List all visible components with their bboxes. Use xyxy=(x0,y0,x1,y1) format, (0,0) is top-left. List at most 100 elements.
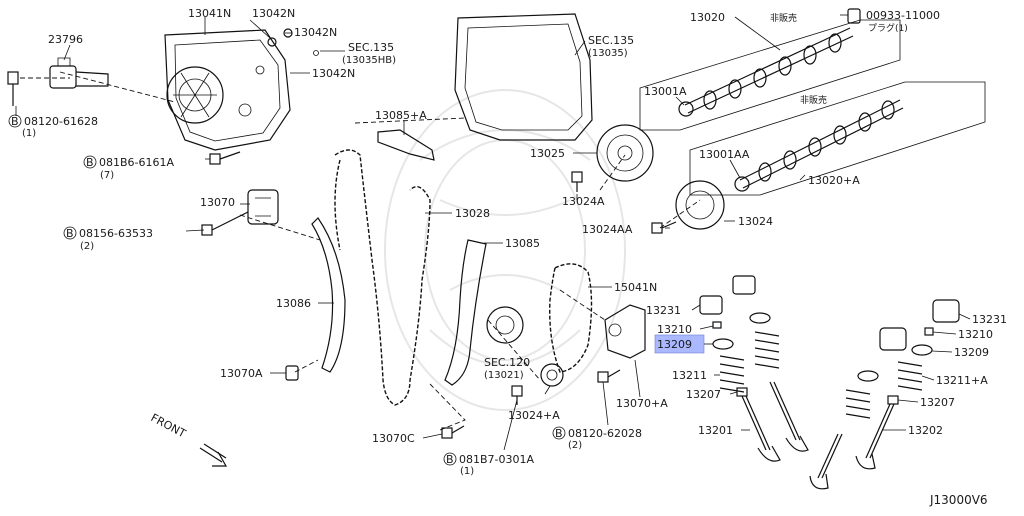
cam-sprocket-13024 xyxy=(675,180,725,230)
retainer-13209-right xyxy=(857,344,933,382)
plug-00933-11000 xyxy=(847,8,861,24)
bolt-08120-62028 xyxy=(597,369,621,383)
label-plug-qty: プラグ(1) xyxy=(868,22,908,34)
label-08120-62028: 08120-62028 xyxy=(568,427,642,440)
oil-pump-chain-15041N xyxy=(549,263,593,373)
label-13207-a: 13207 xyxy=(686,388,721,401)
label-13025: 13025 xyxy=(530,147,565,160)
label-sec120-sub: (13021) xyxy=(484,370,524,381)
label-08156-63533: 08156-63533 xyxy=(79,227,153,240)
bolt-13070C xyxy=(441,425,465,439)
label-13201: 13201 xyxy=(698,424,733,437)
bolt-marker-text-4: B xyxy=(446,453,454,466)
label-081B6-6161A: 081B6-6161A xyxy=(99,156,175,169)
label-13209-b: 13209 xyxy=(954,346,989,359)
valve-lifter-13231-right xyxy=(879,299,960,351)
label-13024A-plus: 13024+A xyxy=(508,409,560,422)
assembly-guide-lines xyxy=(20,71,701,431)
bolt-08120-61628 xyxy=(7,71,19,106)
valve-spring-13211 xyxy=(719,331,780,393)
label-13210-b: 13210 xyxy=(958,328,993,341)
camshaft-13020A xyxy=(734,99,904,192)
bolt-08156-63533 xyxy=(201,211,249,236)
label-13042N-b: 13042N xyxy=(294,26,337,39)
valve-lifter-13231-left xyxy=(699,275,756,315)
label-13211: 13211 xyxy=(672,369,707,382)
label-13024: 13024 xyxy=(738,215,773,228)
shim-13210-left xyxy=(712,321,722,329)
label-081B7-0301A: 081B7-0301A xyxy=(459,453,535,466)
label-13202: 13202 xyxy=(908,424,943,437)
label-13211A: 13211+A xyxy=(936,374,988,387)
crank-sprocket-13021 xyxy=(486,306,524,344)
bolt-081B7-0301A xyxy=(511,385,523,405)
label-13231-a: 13231 xyxy=(646,304,681,317)
label-13070C: 13070C xyxy=(372,432,415,445)
valve-spring-13211A xyxy=(845,361,923,419)
label-00933-11000: 00933-11000 xyxy=(866,9,940,22)
bolt-marker-2 xyxy=(83,155,97,169)
label-13207-b: 13207 xyxy=(920,396,955,409)
label-13001AA: 13001AA xyxy=(699,148,750,161)
valve-seal-13207-right xyxy=(887,395,899,405)
cam-sprocket-13025 xyxy=(596,124,654,182)
label-23796: 23796 xyxy=(48,33,83,46)
label-13086: 13086 xyxy=(276,297,311,310)
label-not-for-sale-a: 非販売 xyxy=(770,12,797,24)
tension-guide-13085 xyxy=(444,239,487,386)
camshaft-intake-frame xyxy=(689,81,986,196)
label-13041N: 13041N xyxy=(188,7,231,20)
label-13020A: 13020+A xyxy=(808,174,860,187)
timing-chain-13028 xyxy=(334,149,431,406)
diagram-code: J13000V6 xyxy=(929,493,988,507)
label-sec135-a: SEC.135 xyxy=(348,41,394,54)
label-13024A: 13024A xyxy=(562,195,605,208)
label-13209-a: 13209 xyxy=(657,338,692,351)
label-13042N-a: 13042N xyxy=(252,7,295,20)
label-13028: 13028 xyxy=(455,207,490,220)
tensioner-13070A-plus xyxy=(604,304,646,359)
bolt-markers: B B B B B xyxy=(8,114,566,466)
intake-valve-13201 xyxy=(741,381,809,462)
label-08120-61628: 08120-61628 xyxy=(24,115,98,128)
label-13070: 13070 xyxy=(200,196,235,209)
bolt-marker-text-3: B xyxy=(66,227,74,240)
label-081B7-0301A-qty: (1) xyxy=(460,466,474,477)
label-13210-a: 13210 xyxy=(657,323,692,336)
label-13085A: 13085+A xyxy=(375,109,427,122)
front-cover-13041N xyxy=(164,29,291,151)
label-13085: 13085 xyxy=(505,237,540,250)
label-13231-b: 13231 xyxy=(972,313,1007,326)
label-081B6-6161A-qty: (7) xyxy=(100,170,114,181)
label-sec135-a-sub: (13035HB) xyxy=(342,55,396,66)
label-15041N: 15041N xyxy=(614,281,657,294)
label-13024AA: 13024AA xyxy=(582,223,633,236)
bolt-marker-4 xyxy=(443,452,457,466)
bolt-13024A xyxy=(571,171,583,192)
bolt-marker-text-5: B xyxy=(555,427,563,440)
leader-lines xyxy=(15,14,971,451)
slack-guide-13086 xyxy=(311,217,346,373)
label-08120-61628-qty: (1) xyxy=(22,128,36,139)
retainer-13209-left xyxy=(712,312,771,350)
bolt-081B6-6161A xyxy=(209,151,241,165)
label-sec135-b-sub: (13035) xyxy=(588,48,628,59)
sprocket-13024A-plus xyxy=(540,363,564,387)
bolt-marker-5 xyxy=(552,426,566,440)
chain-guide-13085A xyxy=(377,129,435,161)
label-13070A-plus: 13070+A xyxy=(616,397,668,410)
tensioner-13070 xyxy=(247,189,279,225)
cylinder-head-13035 xyxy=(454,13,593,141)
bolt-marker-text-1: B xyxy=(11,115,19,128)
label-sec135-b: SEC.135 xyxy=(588,34,634,47)
label-08156-63533-qty: (2) xyxy=(80,241,94,252)
label-not-for-sale-b: 非販売 xyxy=(800,94,827,106)
bolt-marker-text-2: B xyxy=(86,156,94,169)
bolt-marker-1 xyxy=(8,114,22,128)
shim-13210-right xyxy=(924,327,934,336)
label-13020: 13020 xyxy=(690,11,725,24)
bolt-marker-3 xyxy=(63,226,77,240)
bolt-13024AA xyxy=(651,221,677,234)
